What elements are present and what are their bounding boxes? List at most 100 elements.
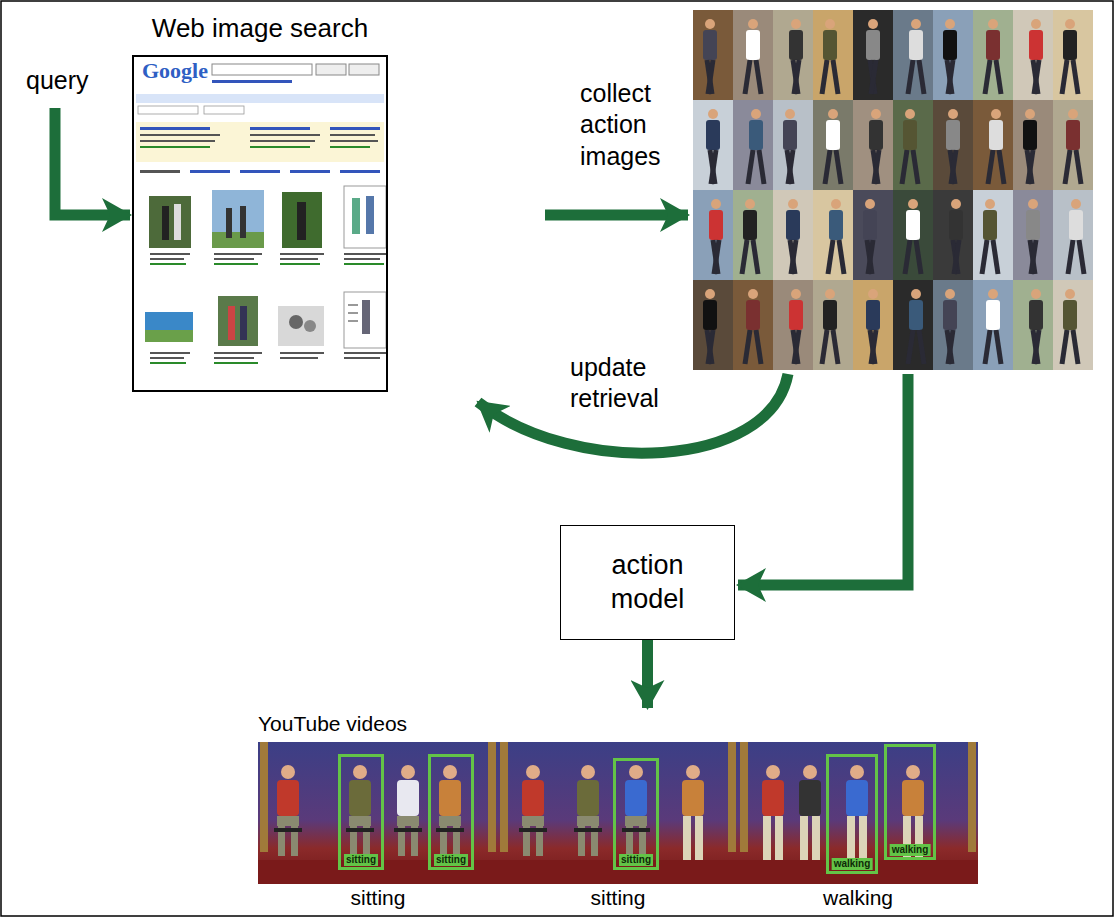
flow-arrow [642, 640, 653, 708]
action-image [813, 10, 853, 100]
illustration-part [1073, 60, 1078, 94]
illustration-part [982, 240, 987, 274]
action-image [973, 100, 1013, 190]
action-image [853, 100, 893, 190]
illustration-part [1031, 289, 1041, 299]
illustration-part [906, 210, 920, 240]
illustration-part [1063, 30, 1077, 60]
illustration-part [794, 60, 799, 94]
illustration-part [812, 816, 820, 860]
illustration-part [349, 816, 371, 826]
illustration-part [746, 30, 760, 60]
illustration-part [989, 120, 1003, 150]
action-image [853, 280, 893, 370]
illustration-part [1029, 30, 1043, 60]
illustration-part [1028, 150, 1033, 184]
illustration-part [793, 330, 798, 364]
illustration-part [277, 816, 299, 826]
action-image [893, 190, 933, 280]
illustration-part [1065, 289, 1075, 299]
illustration-part [953, 240, 958, 274]
video-frame-box: walkingwalkingwalking [738, 742, 978, 884]
action-image [933, 190, 973, 280]
action-image [1053, 100, 1093, 190]
illustration-part [775, 816, 783, 860]
action-image [893, 100, 933, 190]
action-image [853, 190, 893, 280]
heading-text: Web image search [114, 13, 406, 44]
action-tag: sitting [434, 854, 468, 866]
action-tag: sitting [344, 854, 378, 866]
illustration-part [526, 765, 540, 779]
illustration-part [577, 816, 599, 826]
video-frame [498, 742, 738, 884]
illustration-part [831, 199, 841, 209]
illustration-part [1069, 210, 1083, 240]
illustration-part [919, 60, 924, 94]
illustration-part [791, 19, 801, 29]
illustration-part [787, 150, 792, 184]
illustration-part [946, 120, 960, 150]
illustration-part [870, 330, 875, 364]
illustration-part [745, 60, 750, 94]
illustration-part [1079, 240, 1084, 274]
illustration-part [1068, 240, 1073, 274]
illustration-part [908, 60, 913, 94]
model-input-arrow [738, 374, 908, 585]
action-image [813, 280, 853, 370]
illustration-part [790, 240, 795, 274]
action-image [853, 10, 893, 100]
illustration-part [522, 816, 544, 826]
action-image [733, 100, 773, 190]
illustration-part [707, 60, 712, 94]
detection-box: sitting [338, 754, 384, 870]
illustration-part [763, 816, 771, 860]
illustration-part [705, 19, 715, 29]
illustration-part [825, 150, 830, 184]
illustration-part [943, 30, 957, 60]
illustration-part [1031, 240, 1036, 274]
illustration-part [909, 30, 923, 60]
illustration-part [968, 742, 976, 852]
illustration-part [911, 19, 921, 29]
box-label: action model [583, 549, 713, 617]
illustration-part [745, 330, 750, 364]
illustration-part [916, 240, 921, 274]
action-tag: sitting [619, 854, 653, 866]
frame-caption: sitting [498, 886, 738, 909]
illustration-part [948, 109, 958, 119]
illustration-part [949, 210, 963, 240]
detection-box: walking [826, 754, 878, 874]
illustration-part [1029, 300, 1043, 330]
logo-text: Google [142, 58, 212, 84]
illustration-part [829, 210, 843, 240]
illustration-part [1073, 330, 1078, 364]
action-image [693, 100, 733, 190]
action-image [693, 10, 733, 100]
illustration-part [945, 19, 955, 29]
illustration-part [756, 330, 761, 364]
illustration-part [1062, 330, 1067, 364]
collect-arrow [545, 210, 688, 221]
illustration-part [756, 60, 761, 94]
search-screenshot [136, 64, 386, 364]
illustration-part [577, 780, 599, 816]
action-image [893, 10, 933, 100]
illustration-part [793, 60, 798, 94]
illustration-part [988, 19, 998, 29]
illustration-part [803, 765, 817, 779]
query-arrow [55, 108, 130, 215]
illustration-part [522, 780, 544, 816]
illustration-part [748, 150, 753, 184]
illustration-part [1065, 150, 1070, 184]
illustration-part [394, 828, 422, 832]
illustration-part [708, 60, 713, 94]
video-strip: YouTube videossittingsittingsittingsitti… [258, 708, 978, 884]
illustration-part [868, 19, 878, 29]
action-image [1053, 190, 1093, 280]
illustration-part [751, 109, 761, 119]
illustration-part [713, 240, 718, 274]
action-image [933, 280, 973, 370]
illustration-part [401, 765, 415, 779]
